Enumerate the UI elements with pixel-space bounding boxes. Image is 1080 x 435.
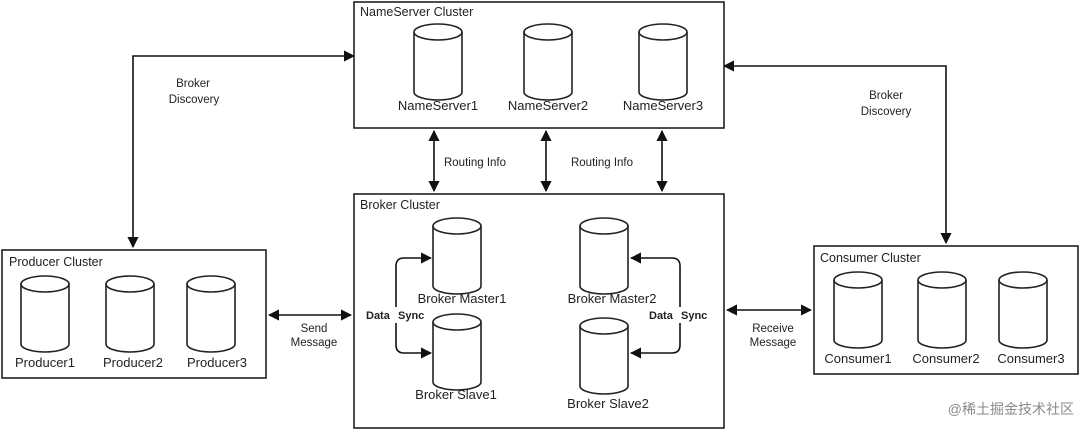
database-icon	[186, 275, 236, 353]
database-icon	[523, 23, 573, 101]
broker-master-1: Broker Master1	[418, 217, 507, 306]
label-line-2: Discovery	[169, 94, 220, 106]
node-label: Consumer2	[912, 351, 979, 366]
nameserver-cluster-title: NameServer Cluster	[360, 5, 473, 19]
broker-cluster-title: Broker Cluster	[360, 198, 440, 212]
node-label: Producer3	[187, 355, 247, 370]
consumer-node-3: Consumer3	[997, 271, 1065, 366]
consumer-node-1: Consumer1	[824, 271, 892, 366]
routing-info-label-left: Routing Info	[444, 157, 506, 169]
label-word-1: Data	[366, 310, 391, 322]
database-icon	[998, 271, 1048, 349]
label-line-1: Send	[301, 323, 328, 335]
node-label: NameServer3	[623, 98, 703, 113]
broker-discovery-left-label: Broker Discovery	[150, 72, 232, 108]
database-icon	[579, 317, 629, 395]
label-line-2: Discovery	[861, 106, 912, 118]
node-label: NameServer2	[508, 98, 588, 113]
label-line-1: Receive	[752, 323, 794, 335]
label-line-1: Broker	[869, 90, 903, 102]
consumer-node-2: Consumer2	[912, 271, 980, 366]
routing-info-label-right: Routing Info	[571, 157, 633, 169]
consumer-cluster-title: Consumer Cluster	[820, 251, 921, 265]
broker-slave-2: Broker Slave2	[567, 317, 649, 411]
data-sync-left-arrow	[395, 252, 433, 359]
label-background	[646, 307, 708, 323]
node-label: Consumer3	[997, 351, 1064, 366]
data-sync-right-label: Data Sync	[646, 307, 708, 323]
broker-discovery-left-arrow	[127, 50, 356, 249]
database-icon	[413, 23, 463, 101]
database-icon	[638, 23, 688, 101]
nameserver-node-3: NameServer3	[623, 23, 703, 113]
producer-cluster-title: Producer Cluster	[9, 255, 103, 269]
label-word-2: Sync	[681, 310, 707, 322]
data-sync-right-arrow	[629, 252, 681, 359]
node-label: Consumer1	[824, 351, 891, 366]
producer-node-2: Producer2	[103, 275, 163, 370]
broker-discovery-right-arrow	[722, 60, 952, 245]
node-label: Broker Slave1	[415, 387, 497, 402]
label-line-2: Message	[291, 337, 338, 349]
node-label: Producer2	[103, 355, 163, 370]
send-message-label: Send Message	[291, 323, 338, 349]
nameserver-node-1: NameServer1	[398, 23, 478, 113]
broker-slave-1: Broker Slave1	[415, 313, 497, 402]
node-label: NameServer1	[398, 98, 478, 113]
node-label: Producer1	[15, 355, 75, 370]
producer-node-1: Producer1	[15, 275, 75, 370]
database-icon	[20, 275, 70, 353]
label-background	[846, 84, 928, 120]
database-icon	[579, 217, 629, 295]
receive-message-label: Receive Message	[750, 323, 797, 349]
label-line-2: Message	[750, 337, 797, 349]
label-word-1: Data	[649, 310, 674, 322]
data-sync-left-label: Data Sync	[364, 307, 428, 323]
database-icon	[105, 275, 155, 353]
label-word-2: Sync	[398, 310, 424, 322]
database-icon	[432, 313, 482, 391]
nameserver-node-2: NameServer2	[508, 23, 588, 113]
node-label: Broker Master1	[418, 291, 507, 306]
label-line-1: Broker	[176, 78, 210, 90]
node-label: Broker Master2	[568, 291, 657, 306]
database-icon	[432, 217, 482, 295]
producer-node-3: Producer3	[186, 275, 247, 370]
database-icon	[917, 271, 967, 349]
node-label: Broker Slave2	[567, 396, 649, 411]
label-background	[150, 72, 232, 108]
broker-discovery-right-label: Broker Discovery	[846, 84, 928, 120]
database-icon	[833, 271, 883, 349]
label-background	[364, 307, 428, 323]
watermark: @稀土掘金技术社区	[948, 401, 1074, 417]
